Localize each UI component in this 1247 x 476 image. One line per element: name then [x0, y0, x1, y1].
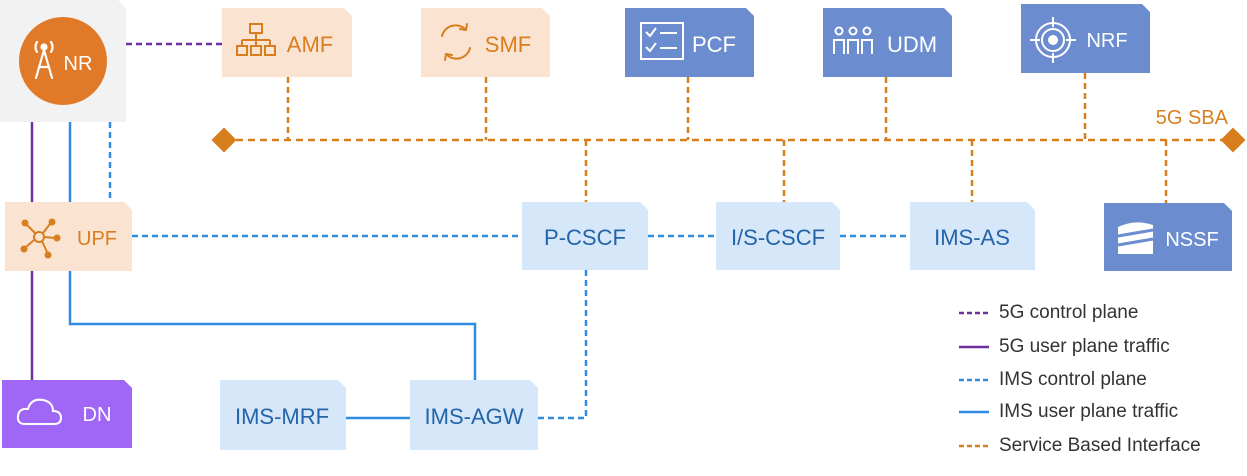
- imsas-label: IMS-AS: [934, 225, 1010, 250]
- legend-item: Service Based Interface: [959, 435, 1201, 456]
- legend-label: IMS user plane traffic: [999, 401, 1178, 422]
- amf-node[interactable]: AMF: [222, 8, 352, 77]
- hierarchy-icon: [236, 23, 276, 56]
- stacked-slices-icon: [1117, 222, 1154, 254]
- dn-label: DN: [83, 404, 112, 426]
- legend-label: Service Based Interface: [999, 435, 1201, 456]
- nrf-label: NRF: [1086, 30, 1127, 52]
- legend-item: IMS user plane traffic: [959, 401, 1178, 422]
- iscscf-node[interactable]: I/S-CSCF: [716, 202, 840, 270]
- imsmrf-label: IMS-MRF: [235, 404, 329, 429]
- pcf-node[interactable]: PCF: [625, 8, 754, 77]
- antenna-tower-icon: [34, 40, 54, 80]
- checklist-icon: [640, 22, 684, 60]
- pcscf-label: P-CSCF: [544, 225, 626, 250]
- network-hub-icon: [20, 218, 61, 259]
- smf-label: SMF: [485, 32, 531, 57]
- udm-node[interactable]: UDM: [823, 8, 952, 77]
- upf-node[interactable]: UPF: [5, 202, 132, 271]
- legend-label: IMS control plane: [999, 369, 1147, 390]
- imsagw-label: IMS-AGW: [425, 404, 524, 429]
- sba-bus-label: 5G SBA: [1156, 107, 1229, 129]
- smf-node[interactable]: SMF: [421, 8, 550, 77]
- nssf-label: NSSF: [1165, 229, 1218, 251]
- legend: 5G control plane 5G user plane traffic I…: [959, 302, 1201, 456]
- pcf-label: PCF: [692, 32, 736, 57]
- iscscf-label: I/S-CSCF: [731, 225, 825, 250]
- legend-label: 5G control plane: [999, 302, 1138, 323]
- nr-node[interactable]: NR: [0, 0, 126, 122]
- legend-item: 5G control plane: [959, 302, 1138, 323]
- pcscf-imsagw-control-link: [538, 270, 588, 420]
- imsmrf-node[interactable]: IMS-MRF: [220, 380, 346, 450]
- target-crosshair-icon: [1030, 17, 1076, 63]
- cloud-icon: [16, 398, 63, 425]
- user-group-icon: [833, 26, 873, 54]
- nssf-node[interactable]: NSSF: [1104, 203, 1232, 271]
- imsas-node[interactable]: IMS-AS: [910, 202, 1035, 270]
- refresh-cycle-icon: [441, 23, 471, 61]
- legend-item: IMS control plane: [959, 369, 1147, 390]
- upf-imsagw-user-link: [68, 271, 477, 380]
- pcscf-node[interactable]: P-CSCF: [522, 202, 648, 270]
- imsagw-node[interactable]: IMS-AGW: [410, 380, 538, 450]
- amf-label: AMF: [287, 32, 333, 57]
- upf-label: UPF: [77, 228, 117, 250]
- dn-node[interactable]: DN: [2, 380, 132, 448]
- legend-label: 5G user plane traffic: [999, 336, 1170, 357]
- nr-label: NR: [64, 53, 93, 75]
- legend-item: 5G user plane traffic: [959, 336, 1170, 357]
- nrf-node[interactable]: NRF: [1021, 4, 1150, 73]
- udm-label: UDM: [887, 32, 937, 57]
